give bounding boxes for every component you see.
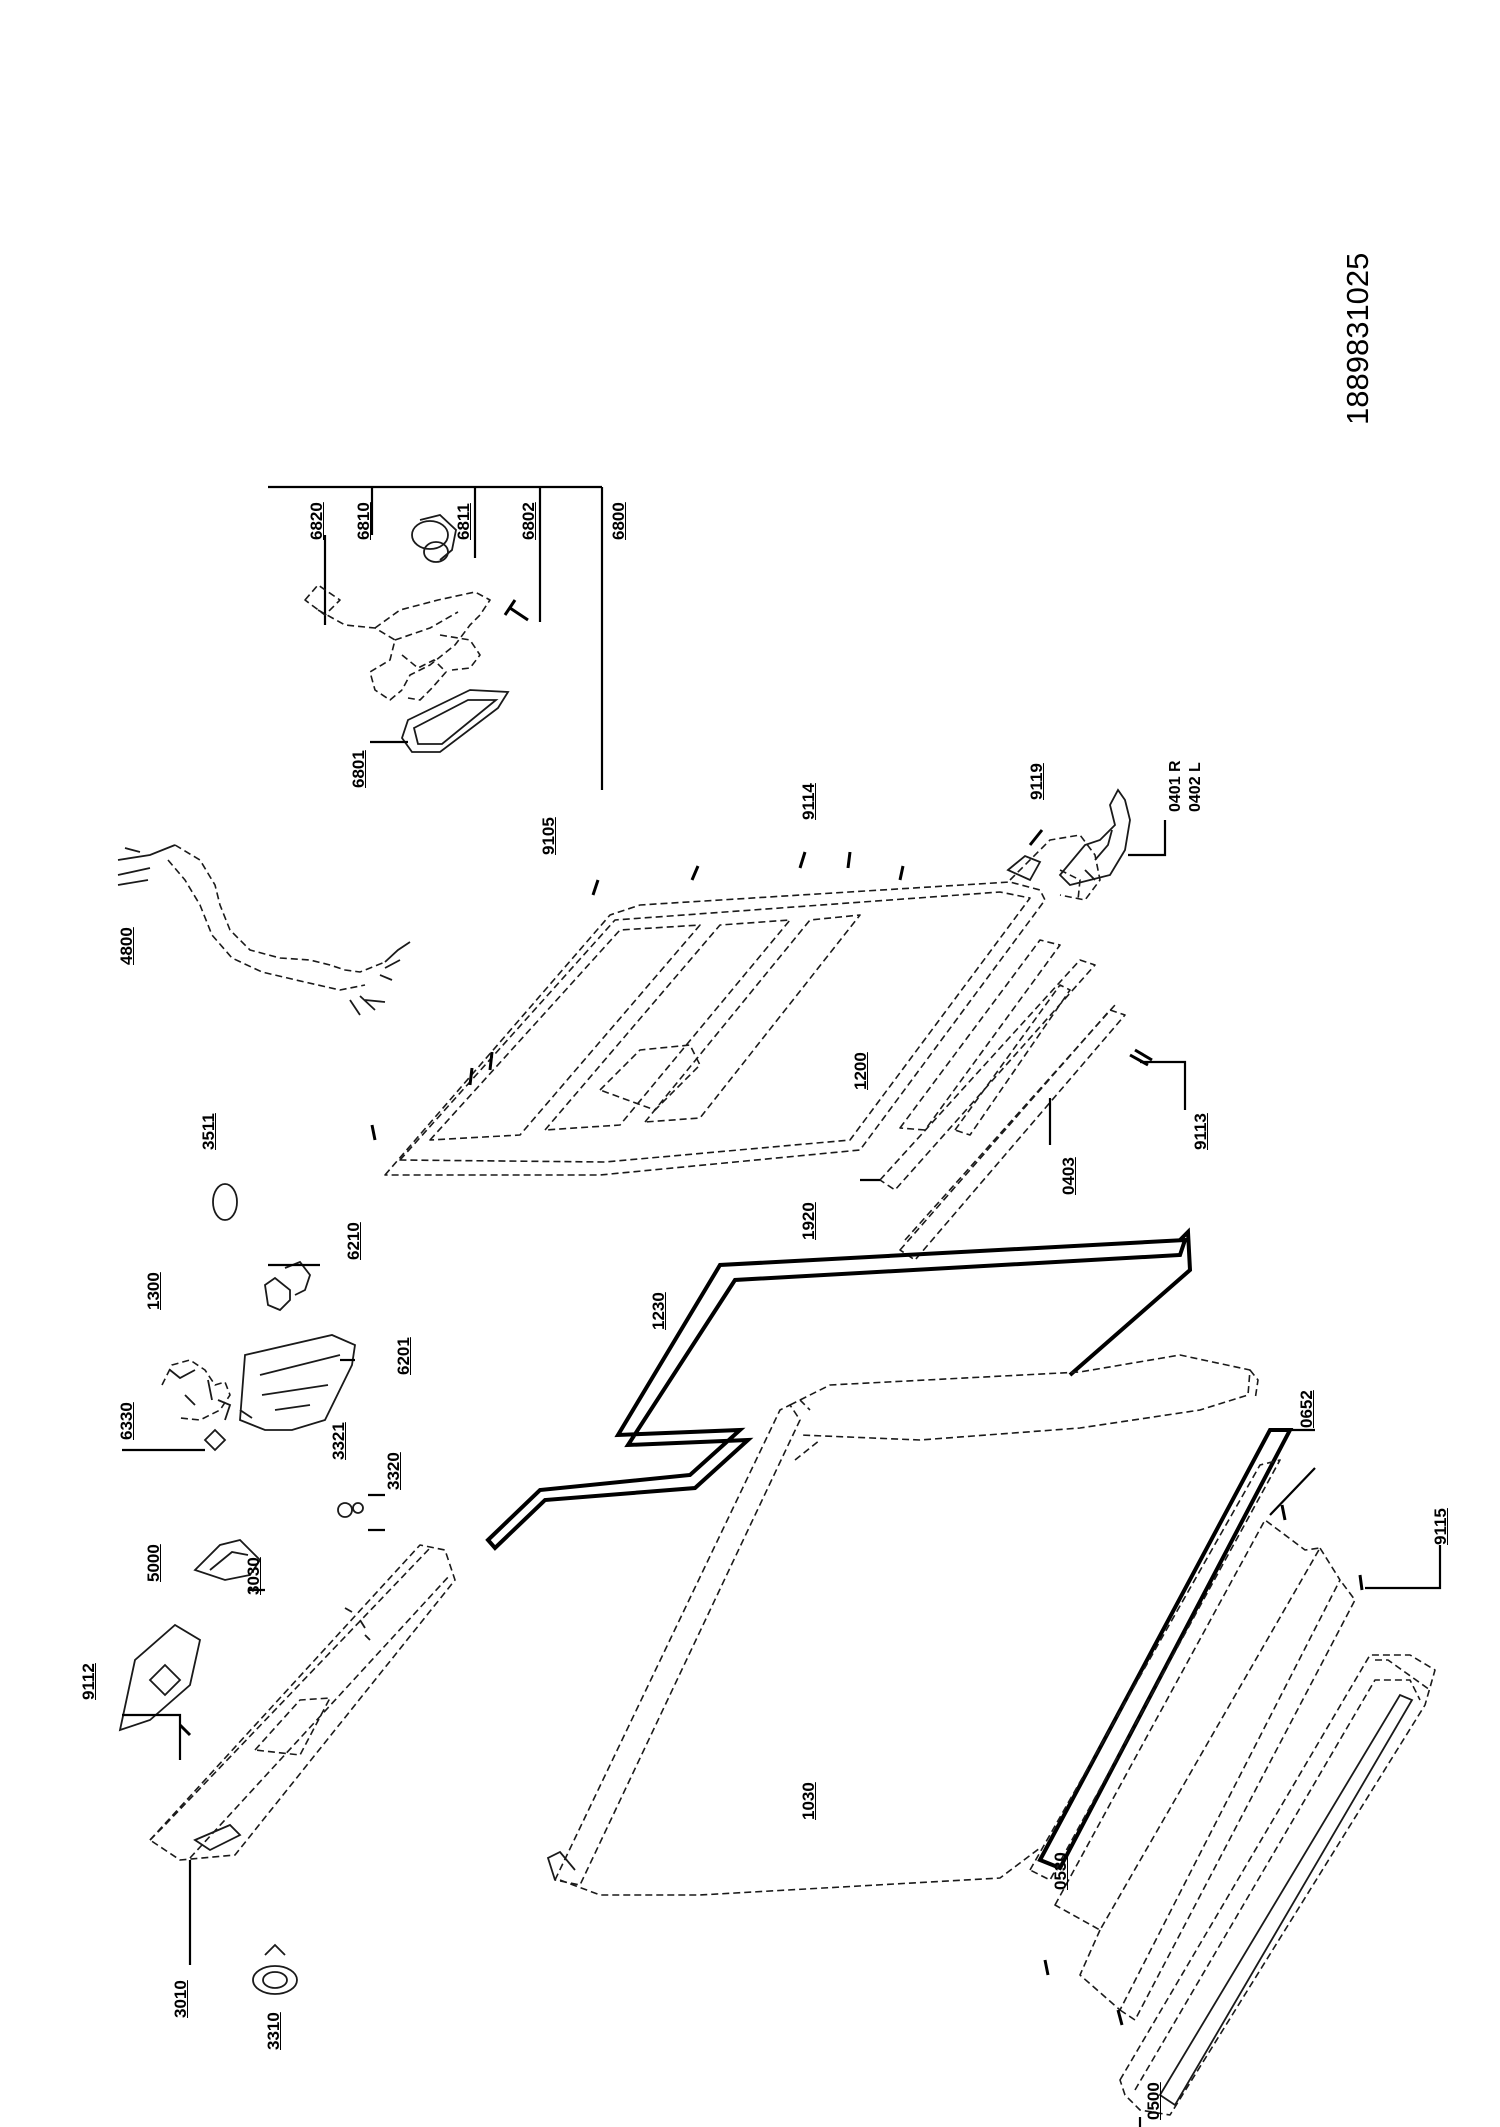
callout-9115: 9115 — [1431, 1508, 1450, 1545]
callout-6811: 6811 — [454, 503, 473, 540]
callout-9105: 9105 — [539, 817, 558, 855]
callout-3511: 3511 — [199, 1113, 218, 1150]
control-parts — [122, 1183, 356, 1452]
assembly-6800 — [268, 485, 604, 790]
callout-3030: 3030 — [244, 1557, 263, 1595]
callout-3310: 3310 — [264, 2012, 283, 2050]
callout-6810: 6810 — [354, 502, 373, 540]
wiring-harness-4800 — [117, 844, 411, 1016]
callout-1030: 1030 — [799, 1782, 818, 1820]
callout-1230: 1230 — [649, 1292, 668, 1330]
control-panel-3010 — [118, 1493, 456, 1995]
callout-9112: 9112 — [79, 1663, 98, 1700]
callout-0500: 0500 — [1144, 2082, 1163, 2120]
callout-9114: 9114 — [799, 783, 818, 820]
callout-1200: 1200 — [851, 1052, 870, 1090]
callout-6800: 6800 — [609, 502, 628, 540]
callout-4800: 4800 — [117, 927, 136, 965]
inner-door-frame-1200 — [370, 834, 1101, 1176]
callout-3320: 3320 — [384, 1452, 403, 1490]
callout-3010: 3010 — [171, 1980, 190, 2018]
callout-0402-l: 0402 L — [1187, 762, 1204, 812]
callout-9113: 9113 — [1191, 1113, 1210, 1150]
bottom-panels — [1029, 1428, 1442, 2127]
callout-3321: 3321 — [329, 1422, 348, 1460]
callout-0652: 0652 — [1297, 1390, 1316, 1428]
callout-0401-r: 0401 R — [1167, 760, 1184, 812]
hinge-0401-0402 — [1006, 788, 1167, 886]
drawing-number: 1889831025 — [1340, 252, 1375, 425]
outer-door-1030 — [485, 1227, 1259, 1896]
callout-6210: 6210 — [344, 1222, 363, 1260]
callout-6820: 6820 — [307, 502, 326, 540]
callout-0403: 0403 — [1059, 1157, 1078, 1195]
callout-0530: 0530 — [1051, 1852, 1070, 1890]
callout-6802: 6802 — [519, 502, 538, 540]
callout-1920: 1920 — [799, 1202, 818, 1240]
callout-6330: 6330 — [117, 1402, 136, 1440]
callout-1300: 1300 — [144, 1272, 163, 1310]
strips-1920-0403 — [860, 959, 1187, 1261]
callout-6201: 6201 — [394, 1337, 413, 1375]
callout-5000: 5000 — [144, 1544, 163, 1582]
callout-9119: 9119 — [1027, 763, 1046, 800]
callout-6801: 6801 — [349, 750, 368, 788]
